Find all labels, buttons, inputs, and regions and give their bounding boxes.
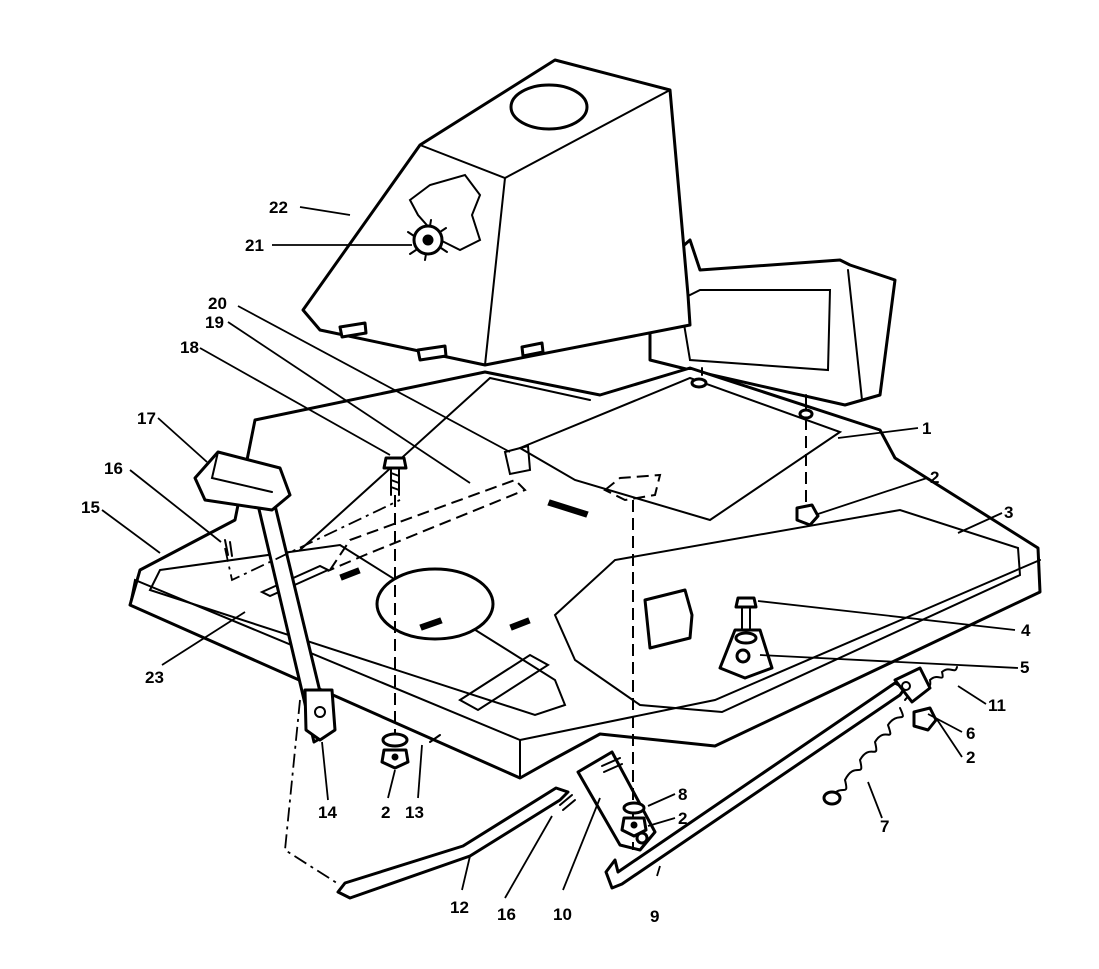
seat-nut (690, 367, 820, 527)
callout-8: 8 (678, 785, 687, 804)
fuel-tank-cover (301, 58, 692, 367)
callout-17: 17 (137, 409, 156, 428)
callout-14: 14 (318, 803, 337, 822)
callout-7: 7 (880, 817, 889, 836)
leader-lines (101, 206, 1019, 899)
floor-pan (128, 366, 1042, 780)
callout-9: 9 (650, 907, 659, 926)
pedal-bracket (327, 444, 662, 573)
callout-16: 16 (104, 459, 123, 478)
callout-19: 19 (205, 313, 224, 332)
callout-6: 6 (966, 724, 975, 743)
callout-3: 3 (1004, 503, 1013, 522)
callout-21: 21 (245, 236, 264, 255)
pedal (193, 450, 337, 744)
linkage (224, 499, 958, 900)
callout-2: 2 (966, 748, 975, 767)
nut-assembly-left (380, 732, 441, 770)
callout-10: 10 (553, 905, 572, 924)
callout-15: 15 (81, 498, 100, 517)
carriage-bolt (382, 456, 408, 735)
callouts: 1 2 3 4 5 11 6 2 7 8 2 9 10 16 12 2 13 1… (81, 198, 1031, 926)
callout-22: 22 (269, 198, 288, 217)
callout-2: 2 (678, 809, 687, 828)
callout-2: 2 (930, 468, 939, 487)
seat-back (648, 238, 897, 407)
callout-13: 13 (405, 803, 424, 822)
decal (407, 173, 482, 261)
callout-23: 23 (145, 668, 164, 687)
callout-20: 20 (208, 294, 227, 313)
seat-bolt (718, 596, 774, 680)
callout-16: 16 (497, 905, 516, 924)
callout-1: 1 (922, 419, 931, 438)
callout-12: 12 (450, 898, 469, 917)
callout-2: 2 (381, 803, 390, 822)
callout-11: 11 (988, 696, 1006, 715)
callout-5: 5 (1020, 658, 1029, 677)
callout-18: 18 (180, 338, 199, 357)
callout-4: 4 (1021, 621, 1031, 640)
